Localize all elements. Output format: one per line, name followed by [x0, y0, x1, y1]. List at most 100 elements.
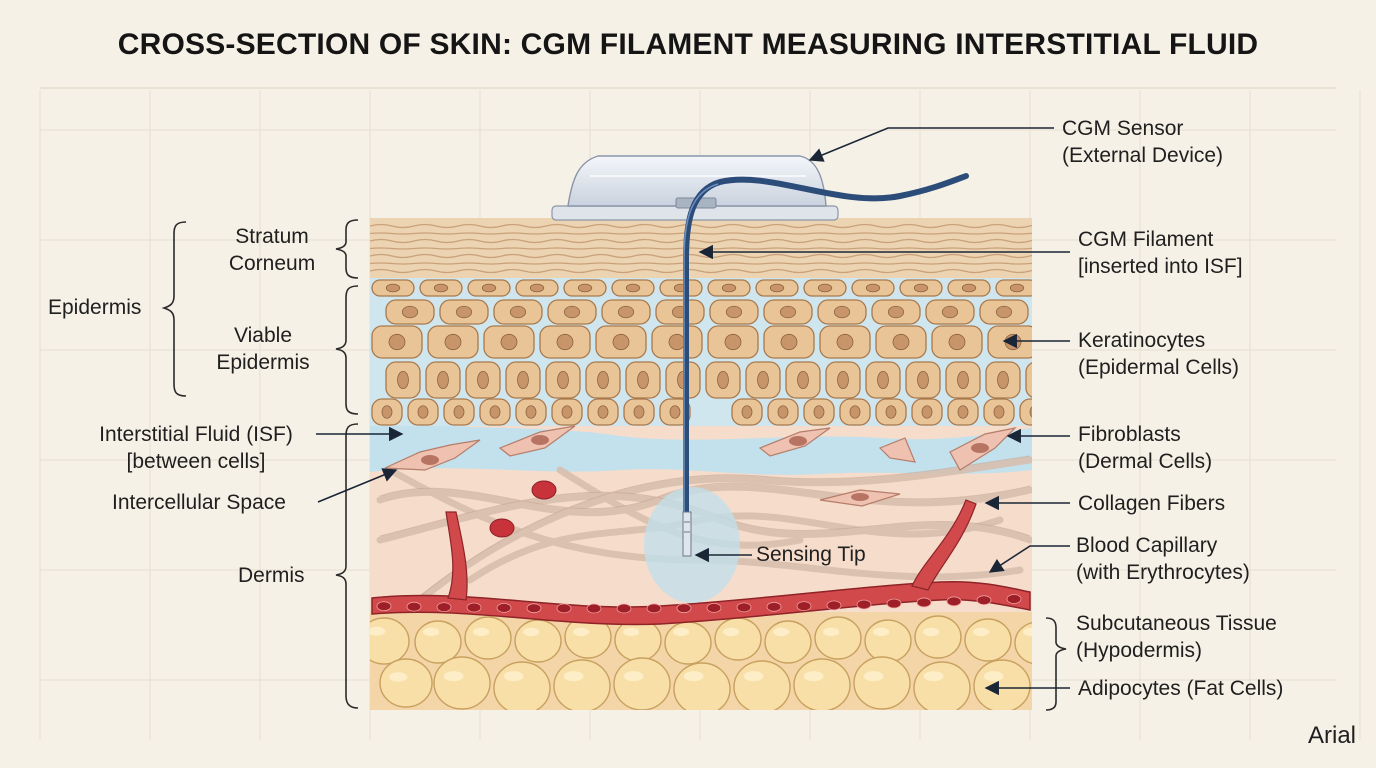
- keratinocyte-nucleus: [913, 283, 929, 293]
- keratinocyte-nucleus: [453, 405, 465, 419]
- adipocyte: [464, 616, 512, 660]
- adipocyte: [1014, 622, 1032, 664]
- adipocyte: [664, 621, 712, 665]
- keratinocyte-nucleus: [817, 283, 833, 293]
- diagram-title: CROSS-SECTION OF SKIN: CGM FILAMENT MEAS…: [117, 28, 1259, 61]
- keratinocyte-nucleus: [721, 283, 737, 293]
- keratinocyte-nucleus: [385, 283, 401, 293]
- label-adipocytes: Adipocytes (Fat Cells): [1078, 677, 1284, 700]
- keratinocyte-nucleus: [757, 370, 769, 390]
- adipocyte: [764, 620, 812, 664]
- capillary-erythrocyte: [946, 596, 962, 607]
- keratinocyte-nucleus: [993, 405, 1005, 419]
- adipocyte-highlight: [683, 671, 704, 682]
- leader-lines: [316, 127, 1070, 696]
- adipocyte-highlight: [673, 627, 690, 637]
- adipocyte-highlight: [370, 626, 386, 636]
- label-viable-epidermis: Viable Epidermis: [216, 324, 310, 374]
- keratinocyte-nucleus: [477, 370, 489, 390]
- adipocyte-highlight: [973, 627, 990, 637]
- adipocyte-group: [370, 615, 1032, 710]
- sensing-tip: [682, 511, 692, 557]
- keratinocyte-nucleus: [529, 283, 545, 293]
- adipocyte: [414, 620, 462, 664]
- capillary-branch-right: [911, 499, 977, 591]
- isf-band: [370, 418, 1032, 475]
- keratinocyte-nucleus: [837, 370, 849, 390]
- adipocyte-highlight: [873, 627, 890, 637]
- adipocyte-highlight: [523, 627, 540, 637]
- keratinocyte: [1025, 362, 1032, 398]
- adipocyte: [514, 619, 562, 663]
- adipocyte-highlight: [473, 627, 490, 637]
- capillary-erythrocyte: [466, 602, 482, 613]
- adipocyte: [553, 659, 611, 710]
- label-cgm-filament: CGM Filament [inserted into ISF]: [1078, 228, 1243, 278]
- adipocyte-highlight: [573, 627, 590, 637]
- adipocyte: [914, 615, 962, 659]
- keratinocyte-nucleus: [397, 370, 409, 390]
- corneum-line: [370, 253, 1032, 259]
- label-sensing-tip: Sensing Tip: [756, 543, 866, 566]
- keratinocyte-nucleus: [1029, 406, 1032, 418]
- label-subcutaneous-tissue: Subcutaneous Tissue (Hypodermis): [1076, 612, 1277, 662]
- adipocyte: [613, 657, 671, 710]
- keratinocyte-nucleus: [556, 333, 574, 351]
- font-note: Arial: [1307, 722, 1356, 749]
- adipocyte: [793, 658, 851, 710]
- keratinocyte-nucleus: [625, 283, 641, 293]
- leader-capillary: [988, 545, 1070, 573]
- adipocyte-highlight: [823, 627, 840, 637]
- keratinocyte-nucleus: [725, 305, 743, 319]
- adipocyte: [913, 661, 971, 710]
- leader-intercellular: [317, 468, 398, 503]
- keratinocyte-nucleus: [779, 305, 797, 319]
- keratinocyte-nucleus: [885, 405, 897, 419]
- corneum-line: [370, 223, 1032, 229]
- adipocyte: [493, 661, 551, 710]
- keratinocyte-nucleus: [892, 333, 910, 351]
- left-brackets: [161, 219, 1067, 711]
- keratinocyte-nucleus: [917, 370, 929, 390]
- adipocyte: [379, 658, 433, 708]
- adipocyte-highlight: [503, 671, 524, 682]
- fibroblast-group: [384, 425, 1017, 507]
- capillary-erythrocyte: [376, 601, 392, 612]
- capillary-erythrocyte: [676, 603, 692, 614]
- keratinocyte-group: [371, 279, 1032, 426]
- adipocyte-highlight: [723, 627, 740, 637]
- keratinocyte-nucleus: [777, 405, 789, 419]
- bracket-epidermis: [161, 221, 187, 397]
- keratinocyte-nucleus: [865, 283, 881, 293]
- adipocyte-highlight: [389, 672, 408, 682]
- capillary-erythrocyte: [1006, 594, 1022, 604]
- adipocyte-highlight: [563, 671, 584, 682]
- skin-block: [370, 218, 1032, 710]
- label-blood-capillary: Blood Capillary (with Erythrocytes): [1076, 534, 1250, 584]
- adipocyte-highlight: [923, 627, 940, 637]
- keratinocyte-nucleus: [433, 283, 449, 293]
- label-cgm-sensor: CGM Sensor (External Device): [1062, 117, 1224, 167]
- keratinocyte-nucleus: [836, 333, 854, 351]
- adipocyte-highlight: [443, 671, 464, 682]
- label-dermis: Dermis: [238, 564, 305, 587]
- corneum-line: [370, 238, 1032, 244]
- leader-cgm-sensor: [808, 127, 1054, 162]
- adipocyte: [853, 656, 911, 710]
- keratinocyte-nucleus: [612, 333, 630, 351]
- keratinocyte-nucleus: [669, 405, 681, 419]
- keratinocyte-nucleus: [597, 405, 609, 419]
- keratinocyte-nucleus: [437, 370, 449, 390]
- keratinocyte-nucleus: [577, 283, 593, 293]
- free-erythrocytes: [489, 480, 557, 538]
- adipocyte-highlight: [923, 671, 944, 682]
- cgm-filament: [683, 173, 969, 551]
- keratinocyte-nucleus: [717, 370, 729, 390]
- cgm-filament-highlight: [683, 183, 719, 548]
- keratinocyte-nucleus: [948, 333, 966, 351]
- keratinocyte-nucleus: [444, 333, 462, 351]
- corneum-line: [370, 268, 1032, 274]
- keratinocyte-nucleus: [780, 333, 798, 351]
- bracket-stratum-corneum: [335, 219, 359, 279]
